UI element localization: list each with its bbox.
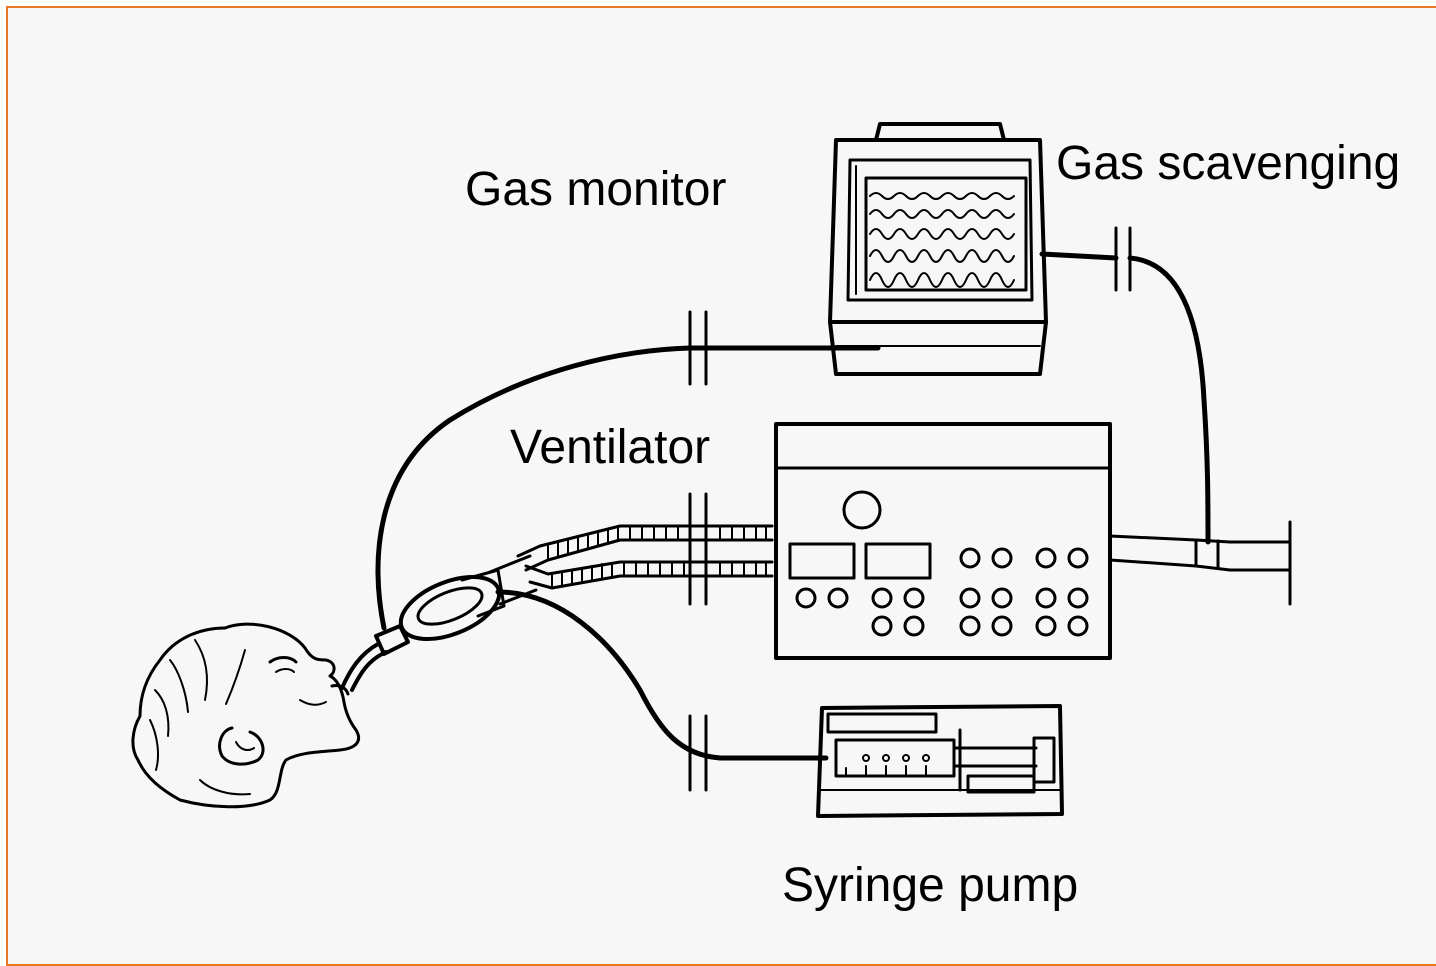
syringe-pump-device bbox=[816, 704, 1064, 818]
gas-monitor-device bbox=[828, 122, 1048, 376]
gas-sampling-line bbox=[375, 345, 881, 631]
ventilator-hoses bbox=[516, 524, 774, 590]
ventilator-device bbox=[774, 422, 1112, 660]
gas-monitor-label: Gas monitor bbox=[465, 163, 727, 216]
gas-scavenging-label: Gas scavenging bbox=[1056, 137, 1401, 190]
patient-head bbox=[131, 622, 361, 809]
breathing-circuit-connector bbox=[340, 554, 538, 692]
ventilator-label: Ventilator bbox=[510, 421, 711, 474]
scavenging-line bbox=[1039, 251, 1211, 545]
exhaust-tube bbox=[1108, 534, 1292, 572]
syringe-pump-label: Syringe pump bbox=[782, 859, 1079, 912]
